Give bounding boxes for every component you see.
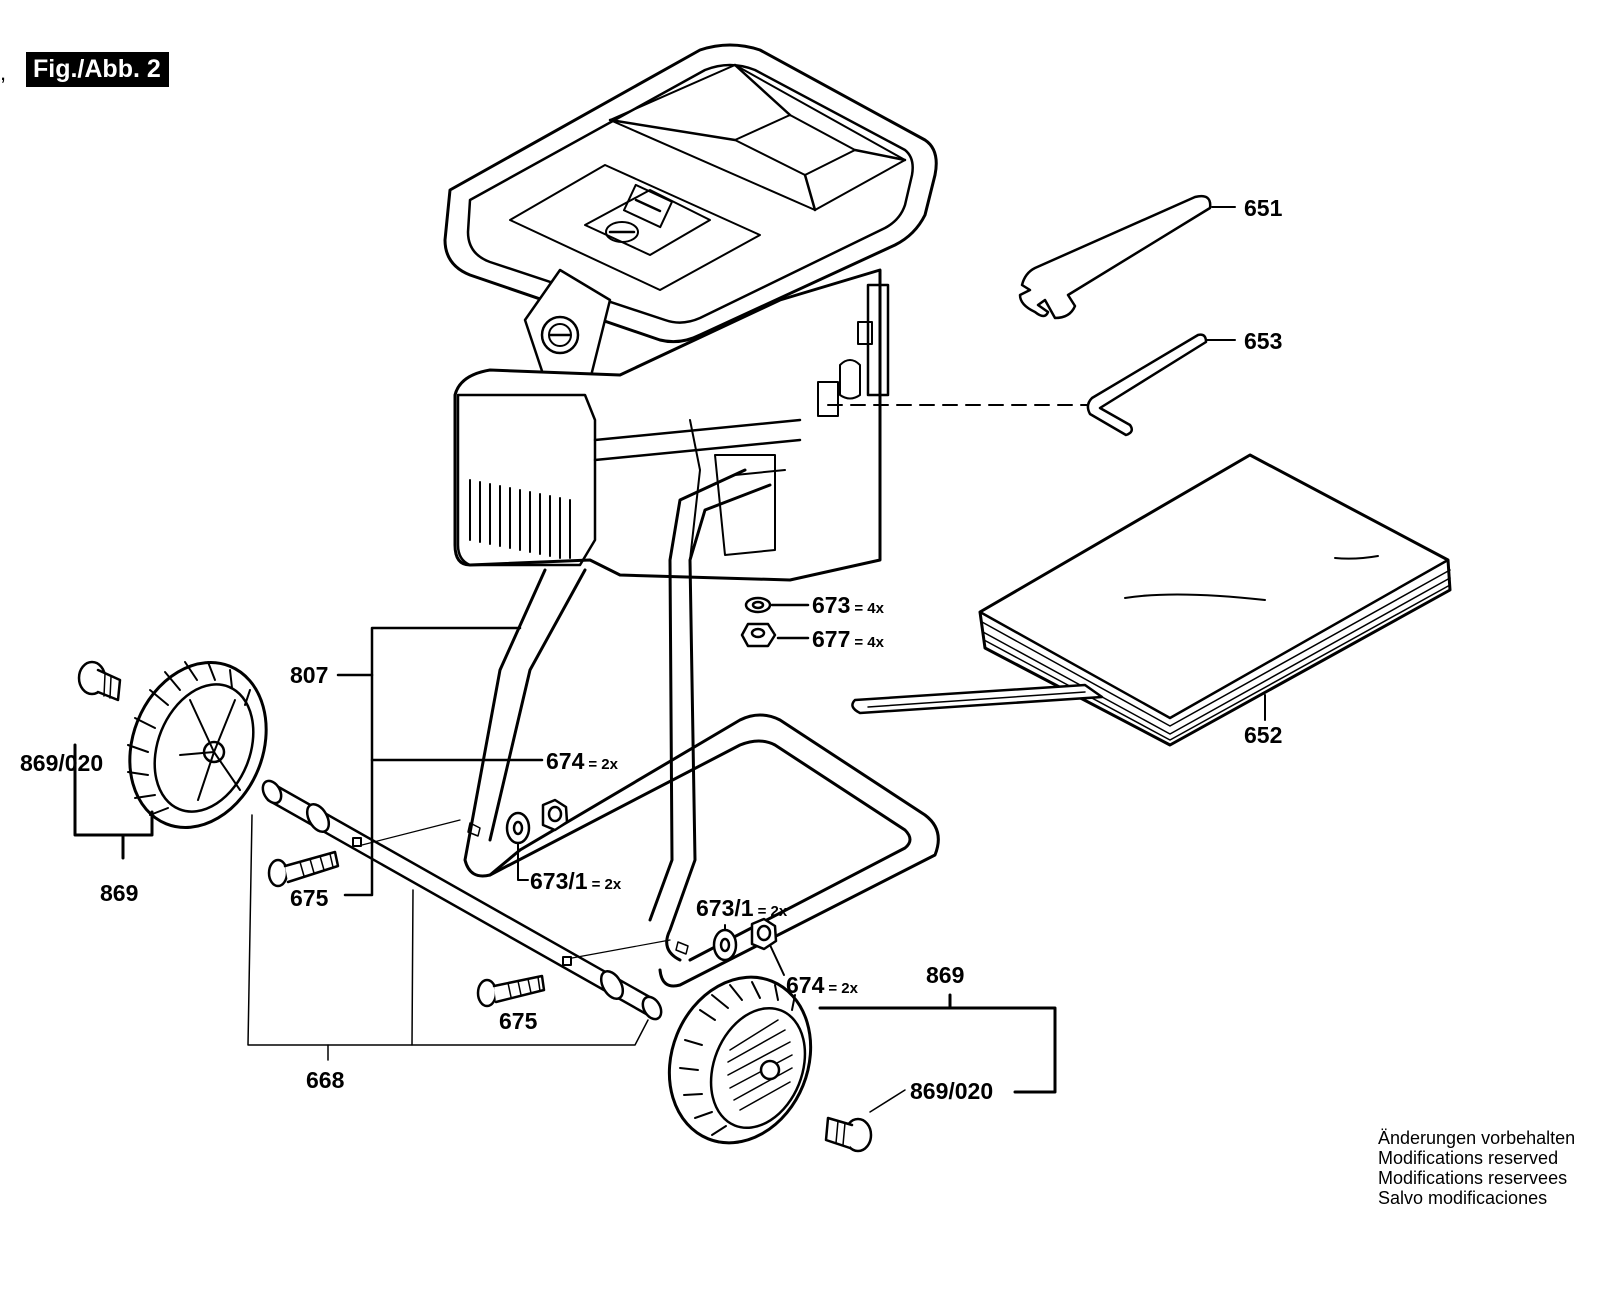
part-label-674-left: 674= 2x [546,748,618,774]
notice-line-fr: Modifications reservees [1378,1168,1568,1188]
part-label-668: 668 [306,1067,345,1093]
notice-line-de: Änderungen vorbehalten [1378,1128,1576,1148]
figure-title-badge: Fig./Abb. 2 [26,52,169,87]
wrench-651-drawing [1018,194,1236,320]
part-label-869-left: 869 [100,880,139,906]
quantity-674-right: = 2x [828,980,858,997]
part-label-673-1-left: 673/1= 2x [530,868,622,894]
part-label-869-020-right: 869/020 [910,1078,994,1104]
notice-line-es: Salvo modificaciones [1378,1188,1548,1208]
quantity-673-1-right: = 2x [757,903,788,920]
leader-lines [336,603,810,976]
quantity-673-1-left: = 2x [591,876,622,893]
quantity-677: = 4x [854,634,884,651]
part-label-673: 673= 4x [812,592,884,618]
part-label-673-1-right: 673/1= 2x [696,895,788,921]
washers-nuts-drawing [467,596,778,962]
corner-tick-mark: , [0,60,7,85]
part-label-869-020-left: 869/020 [20,750,104,776]
hex-key-653-drawing [1086,333,1236,437]
part-label-675-right: 675 [499,1008,538,1034]
right-wheel-drawing [667,975,1057,1153]
quantity-673: = 4x [854,600,884,617]
part-label-675-left: 675 [290,885,329,911]
stand-frame-drawing [463,468,940,988]
axle-drawing [247,779,671,1061]
shredder-body-drawing [443,43,938,582]
modifications-notice: Änderungen vorbehalten Modifications res… [1378,1128,1575,1208]
part-label-674-right: 674= 2x [786,972,858,998]
quantity-674-left: = 2x [588,756,618,773]
part-label-807: 807 [290,662,329,688]
part-label-653: 653 [1244,328,1283,354]
part-label-652: 652 [1244,722,1283,748]
left-wheel-drawing [73,660,268,860]
manual-652-drawing [851,453,1452,747]
bolts-675-drawing [267,850,546,1008]
part-label-677: 677= 4x [812,626,884,652]
part-label-869-right: 869 [926,962,965,988]
notice-line-en: Modifications reserved [1378,1148,1559,1168]
part-label-651: 651 [1244,195,1283,221]
